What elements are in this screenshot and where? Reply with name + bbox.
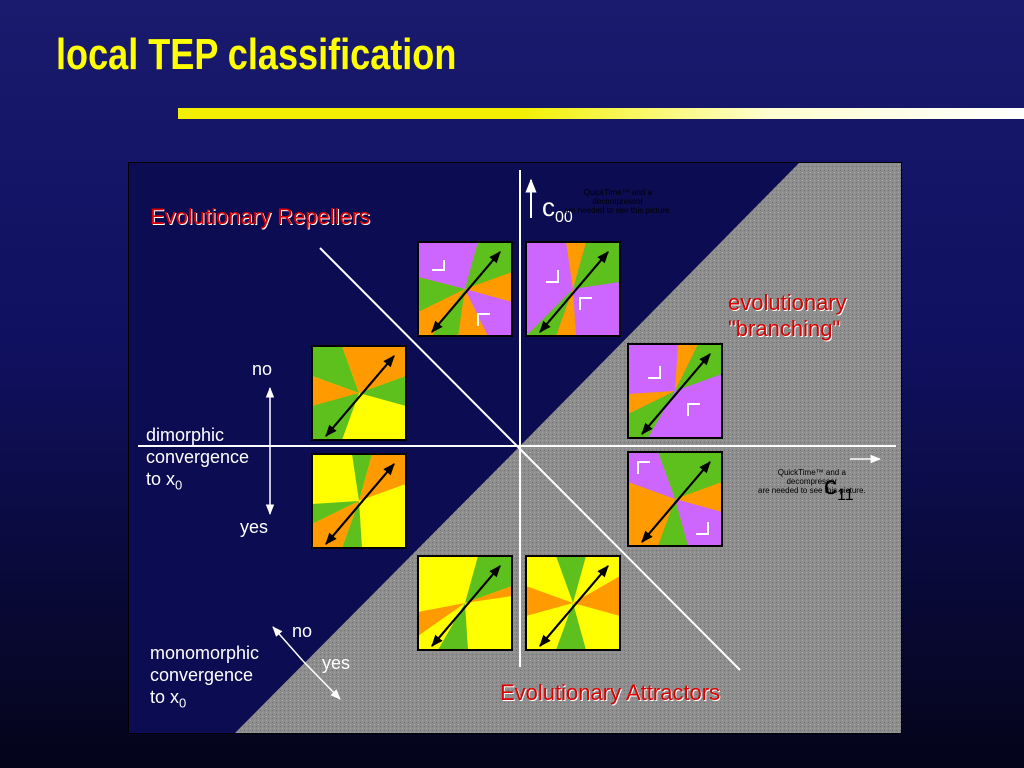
- slide-title: local TEP classification: [56, 30, 457, 79]
- attractors-label: Evolutionary Attractors: [500, 680, 721, 705]
- classification-diagram: Evolutionary Repellers Evolutionary Attr…: [128, 162, 902, 734]
- pinwheel-attractor-2: [526, 556, 620, 650]
- dimorphic-convergence-label: dimorphic convergence to x0: [146, 425, 250, 493]
- pinwheel-dimorphic-yes: [312, 454, 406, 548]
- monomorphic-no-label: no: [292, 621, 313, 641]
- pinwheel-branching-1: [628, 344, 722, 438]
- diagram-canvas: [128, 162, 902, 734]
- dimorphic-no-label: no: [252, 359, 273, 379]
- pinwheel-repeller-2: [526, 242, 620, 336]
- dimorphic-yes-label: yes: [240, 517, 269, 537]
- repellers-label: Evolutionary Repellers: [150, 204, 371, 229]
- monomorphic-convergence-label: monomorphic convergence to x0: [150, 643, 260, 711]
- branching-label-line1: evolutionary: [728, 290, 847, 315]
- c11-axis-label: c11: [824, 470, 854, 505]
- attractor-branching-region: [234, 162, 902, 734]
- pinwheel-dimorphic-no: [312, 346, 406, 440]
- pinwheel-branching-2: [628, 452, 722, 546]
- missing-image-placeholder-top: QuickTime™ and a decompressor are needed…: [564, 188, 672, 215]
- monomorphic-no-arrow-icon: [272, 626, 304, 662]
- c00-axis-label: c00: [542, 192, 573, 227]
- branching-label: evolutionary "branching": [728, 290, 847, 342]
- missing-image-placeholder-right: QuickTime™ and a decompressor are needed…: [758, 468, 866, 495]
- pinwheel-repeller-1: [418, 242, 512, 336]
- branching-label-line2: "branching": [728, 316, 841, 341]
- monomorphic-yes-arrow-icon: [302, 660, 341, 700]
- anti-diagonal-line: [319, 247, 741, 671]
- title-underline: [178, 108, 1024, 119]
- pinwheel-attractor-1: [418, 556, 512, 650]
- monomorphic-yes-label: yes: [322, 653, 351, 673]
